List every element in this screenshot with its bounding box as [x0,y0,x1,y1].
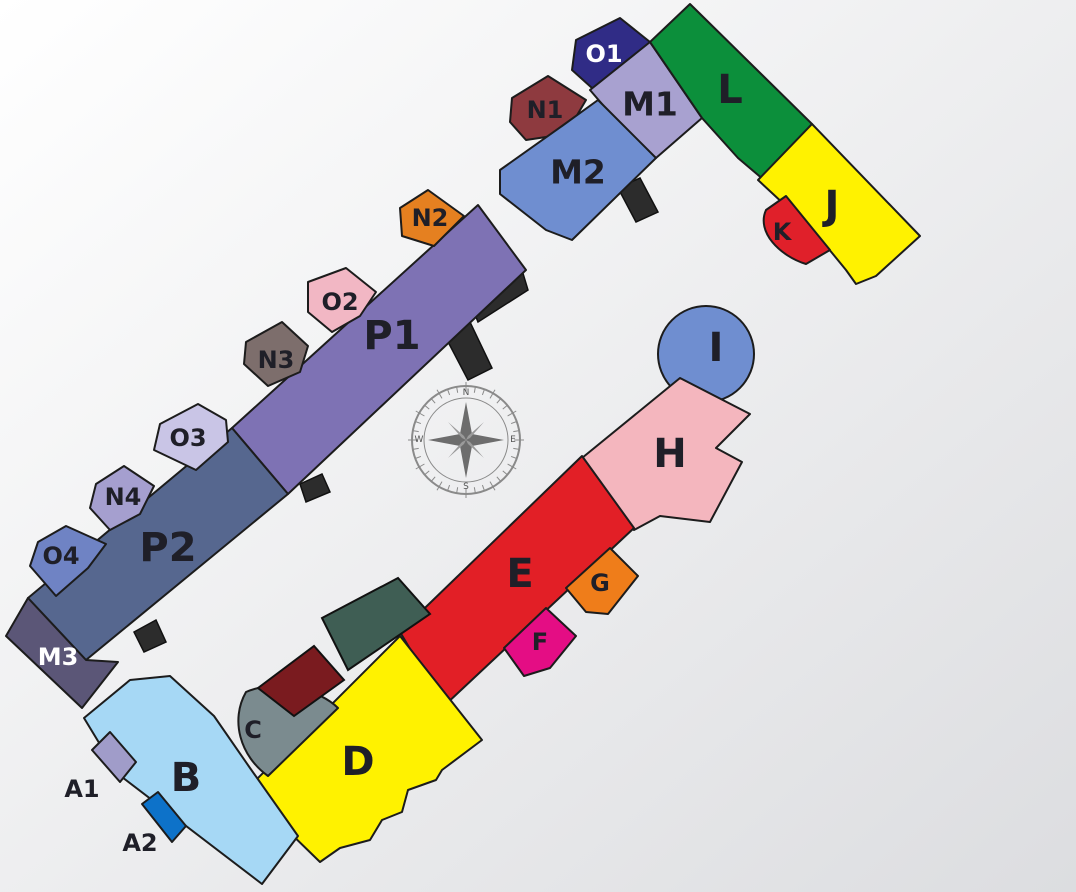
block-N3[interactable] [243,321,309,387]
block-M3[interactable] [5,597,119,709]
compass-inner-ring [423,397,509,483]
block-N4[interactable] [89,465,155,531]
block-A2[interactable] [141,791,187,843]
compass-rose: N S E W [408,382,524,498]
compass-tick [507,410,517,417]
compass-tick [502,404,508,410]
compass-west-point [428,434,466,446]
compass-tick [473,487,476,494]
compass-tick [424,470,430,476]
compass-tick [473,386,476,393]
block-O4[interactable] [29,525,107,597]
label-F: F [532,628,548,656]
label-A1: A1 [64,775,99,803]
compass-tick [447,389,451,396]
compass-tick [481,484,485,491]
compass-tick [436,389,443,399]
label-O4: O4 [42,542,79,570]
compass-tick [415,421,422,425]
compass-tick [424,404,430,410]
compass-tick [502,470,508,476]
block-O3[interactable] [153,403,229,471]
label-K: K [773,218,793,246]
compass-ticks [408,382,524,498]
compass-south-point [460,440,472,478]
compass-tick [436,481,443,491]
block-N2[interactable] [399,189,465,247]
label-G: G [590,569,610,597]
compass-tick [456,487,459,494]
compass-se-point [466,440,484,458]
label-P2: P2 [139,525,196,571]
compass-tick [415,463,425,470]
compass-tick [430,398,436,404]
block-A1[interactable] [91,731,137,783]
label-L: L [717,67,743,113]
block-M2[interactable] [499,99,657,241]
compass-tick [412,430,419,433]
label-J: J [822,183,840,229]
compass-tick [447,484,451,491]
label-E: E [506,551,533,597]
compass-label-west: W [415,435,424,445]
compass-tick [481,389,485,396]
compass-east-point [466,434,504,446]
compass-tick [513,447,520,450]
label-B: B [171,755,202,801]
annex-p2-lower [133,618,167,653]
compass-tick [489,481,496,491]
label-I: I [709,325,724,371]
courtyard-dark-green [320,576,432,672]
label-O3: O3 [169,424,206,452]
compass-sw-point [448,440,466,458]
annex-p1-lower [299,473,331,504]
courtyard-dark-red [256,644,346,718]
block-D[interactable] [245,635,483,863]
compass-tick [415,410,425,417]
label-P1: P1 [363,313,420,359]
label-C: C [244,716,262,744]
compass-tick [510,421,517,425]
label-N3: N3 [258,346,295,374]
compass-label-north: N [463,388,470,398]
compass-tick [507,463,517,470]
label-N1: N1 [527,96,564,124]
compass-nw-point [448,422,466,440]
compass-tick [496,398,502,404]
label-M3: M3 [38,643,79,671]
block-O2[interactable] [307,267,377,333]
label-N4: N4 [105,483,142,511]
label-N2: N2 [412,204,449,232]
compass-ne-point [466,422,484,440]
compass-tick [496,476,502,482]
compass-north-point [460,402,472,440]
label-H: H [653,431,686,477]
label-O2: O2 [321,288,358,316]
block-F[interactable] [503,607,577,677]
label-A2: A2 [122,829,157,857]
compass-tick [513,430,520,433]
label-M2: M2 [550,153,606,192]
compass-tick [430,476,436,482]
compass-tick [510,455,517,459]
label-O1: O1 [585,40,622,68]
compass-tick [412,447,419,450]
block-labels: P1 P2 M3 O4 N4 O3 N3 O2 N2 O1 N1 M1 M2 L… [38,40,840,857]
compass-label-east: E [510,435,516,445]
label-D: D [341,739,374,785]
compass-tick [489,389,496,399]
label-M1: M1 [622,85,678,124]
compass-tick [415,455,422,459]
block-H[interactable] [581,377,751,531]
block-G[interactable] [565,547,639,615]
compass-label-south: S [463,482,469,492]
block-K[interactable] [762,195,831,265]
compass-tick [456,386,459,393]
